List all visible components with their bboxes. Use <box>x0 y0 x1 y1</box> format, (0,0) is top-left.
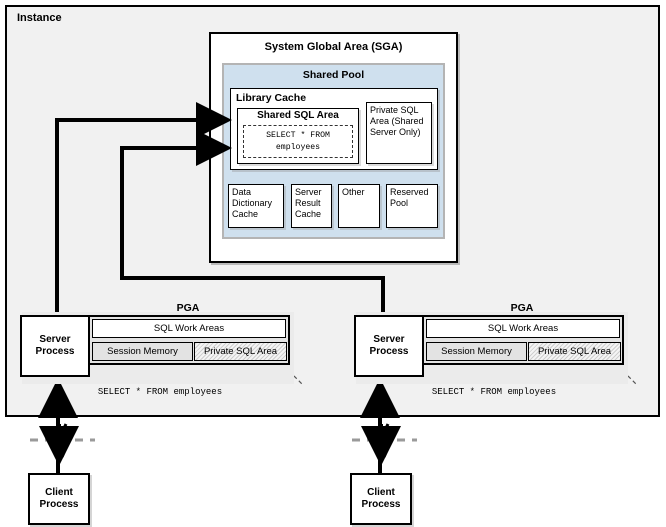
client-process-left: Client Process <box>28 473 90 525</box>
private-sql-area-right: Private SQL Area <box>528 342 621 361</box>
shared-sql-statement: SELECT * FROM employees <box>243 125 353 158</box>
session-memory-left: Session Memory <box>92 342 193 361</box>
sga-title: System Global Area (SGA) <box>264 41 403 53</box>
wire-left-server-to-shared-sql <box>55 102 232 315</box>
instance-label: Instance <box>17 12 62 24</box>
pga-title-left: PGA <box>176 302 200 314</box>
server-process-left: Server Process <box>20 315 90 377</box>
reserved-pool-box: Reserved Pool <box>386 184 438 228</box>
pga-title-right: PGA <box>510 302 534 314</box>
leader-left-b <box>283 365 303 385</box>
data-dictionary-cache-box: Data Dictionary Cache <box>228 184 284 228</box>
leader-right-b <box>617 365 637 385</box>
sql-caption-right: SELECT * FROM employees <box>431 387 557 397</box>
other-box: Other <box>338 184 380 228</box>
library-cache-title: Library Cache <box>236 92 307 104</box>
sql-caption-left: SELECT * FROM employees <box>97 387 223 397</box>
private-sql-area-left: Private SQL Area <box>194 342 287 361</box>
server-process-right: Server Process <box>354 315 424 377</box>
sql-work-areas-right: SQL Work Areas <box>426 319 620 338</box>
sql-work-areas-left: SQL Work Areas <box>92 319 286 338</box>
shared-pool-title: Shared Pool <box>302 69 365 81</box>
shared-sql-area-title: Shared SQL Area <box>257 110 339 121</box>
session-memory-right: Session Memory <box>426 342 527 361</box>
private-sql-area-shared-server-box: Private SQL Area (Shared Server Only) <box>366 102 432 164</box>
client-process-right: Client Process <box>350 473 412 525</box>
server-result-cache-box: Server Result Cache <box>291 184 332 228</box>
wire-right-server-to-shared-sql <box>120 130 385 315</box>
